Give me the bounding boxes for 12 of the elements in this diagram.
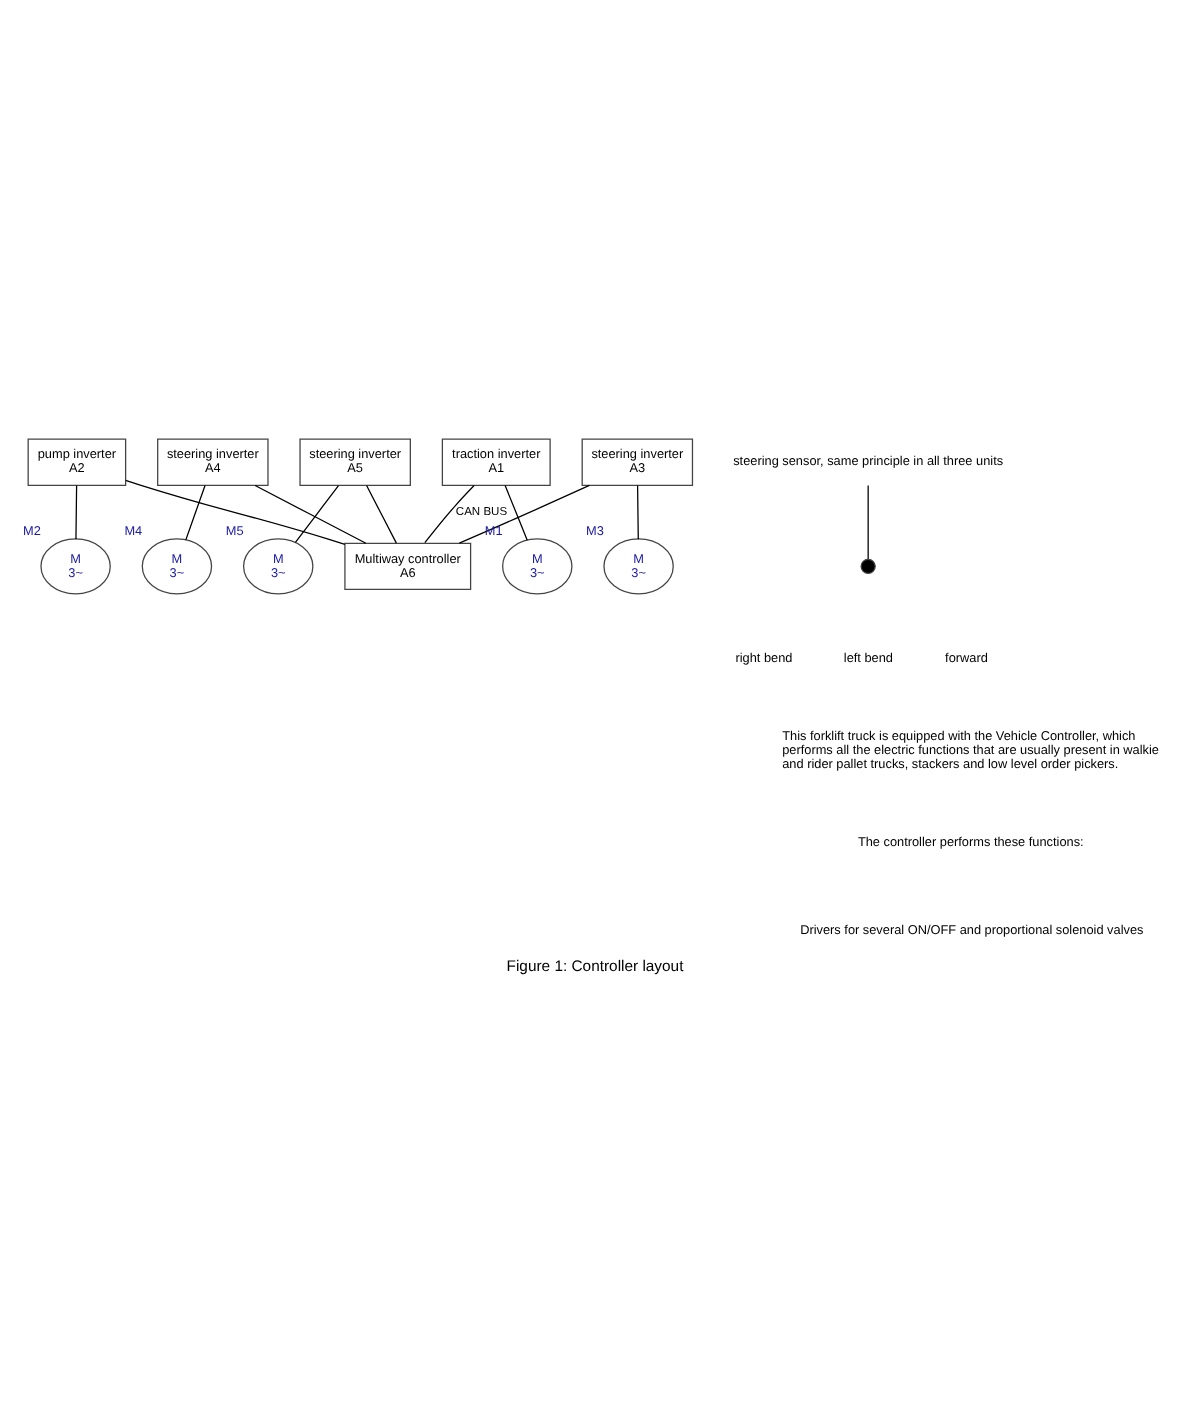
connector [185, 484, 206, 541]
connector [458, 484, 590, 544]
connector [294, 484, 340, 543]
node-circle [860, 558, 876, 575]
connector [254, 484, 367, 544]
connector [424, 484, 475, 544]
connector [867, 484, 869, 560]
connector [75, 484, 78, 540]
connector [125, 479, 346, 545]
connector [365, 484, 397, 544]
connector [504, 484, 528, 541]
connector [636, 484, 639, 540]
